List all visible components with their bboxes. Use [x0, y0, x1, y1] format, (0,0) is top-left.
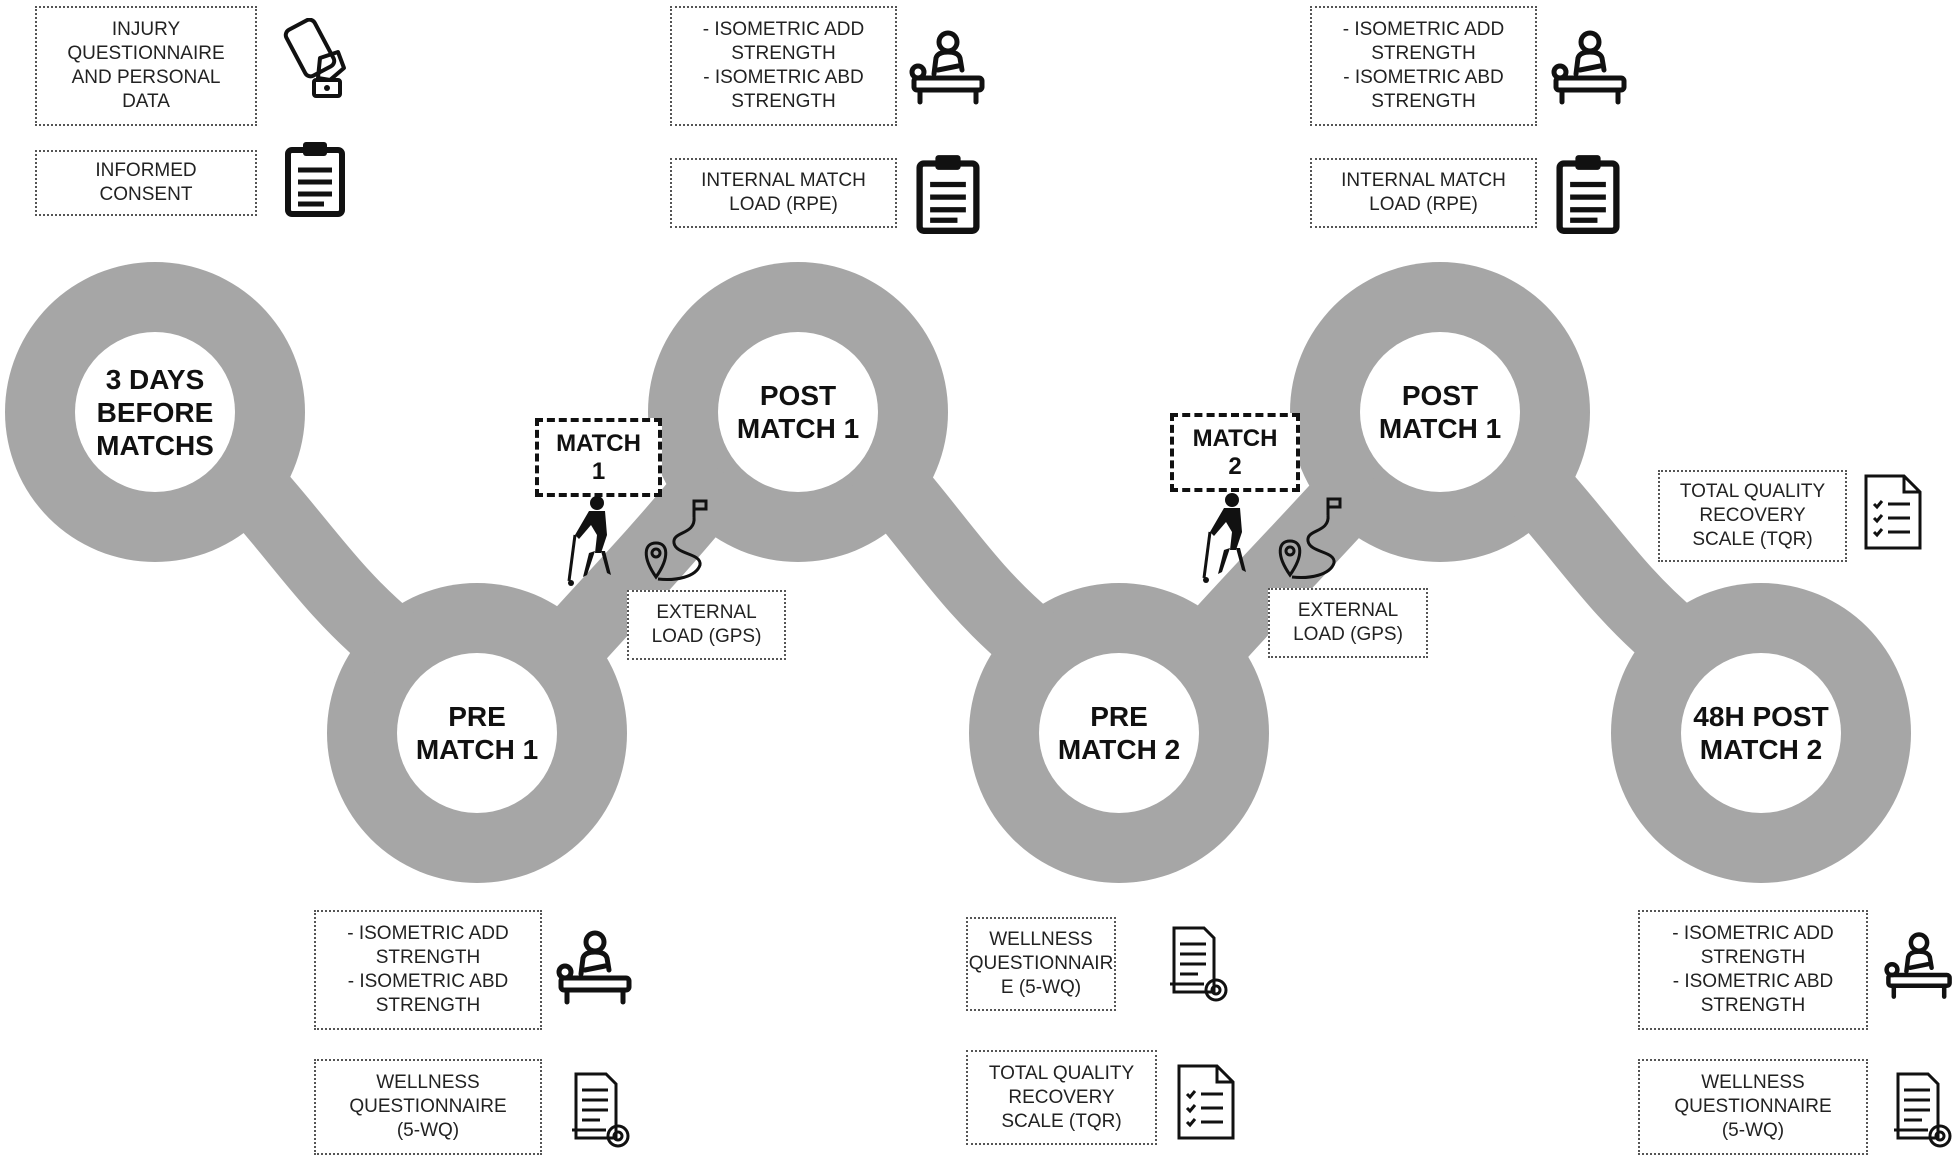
box-wellness-48h: WELLNESS QUESTIONNAIRE (5-WQ): [1638, 1059, 1868, 1155]
connector-2: [539, 464, 736, 676]
node-pre-match-1: PRE MATCH 1: [415, 701, 539, 765]
checklist-icon: [1864, 474, 1922, 550]
hole-post-match-1: [718, 332, 878, 492]
track-holes: [75, 332, 1841, 813]
physiotherapy-icon: [909, 30, 985, 105]
box-tqr-48h: TOTAL QUALITY RECOVERY SCALE (TQR): [1658, 470, 1847, 562]
connector-5: [1494, 444, 1711, 676]
match-2-box: MATCH 2: [1170, 413, 1300, 492]
hockey-player-icon: [1202, 493, 1246, 583]
node-48h-post-match-2: 48H POST MATCH 2: [1693, 701, 1829, 765]
hockey-player-icon: [567, 496, 611, 586]
hole-pre-match-1: [397, 653, 557, 813]
node-3-days-before: 3 DAYS BEFORE MATCHS: [96, 363, 214, 461]
hole-48h-post-match-2: [1681, 653, 1841, 813]
box-external-load-gps-2: EXTERNAL LOAD (GPS): [1268, 588, 1428, 658]
phone-hand-icon: [283, 18, 346, 98]
box-injury-questionnaire: INJURY QUESTIONNAIRE AND PERSONAL DATA: [35, 6, 257, 126]
box-rpe-post-match-1b: INTERNAL MATCH LOAD (RPE): [1310, 158, 1537, 228]
box-external-load-gps-1: EXTERNAL LOAD (GPS): [627, 590, 786, 660]
box-informed-consent: INFORMED CONSENT: [35, 150, 257, 216]
survey-document-icon: [572, 1072, 630, 1148]
physiotherapy-icon: [1884, 932, 1952, 999]
survey-document-icon: [1894, 1072, 1952, 1148]
box-isometric-48h: - ISOMETRIC ADD STRENGTH - ISOMETRIC ABD…: [1638, 910, 1868, 1030]
physiotherapy-icon: [556, 930, 632, 1005]
box-tqr-pre-match-2: TOTAL QUALITY RECOVERY SCALE (TQR): [966, 1050, 1157, 1145]
box-isometric-pre-match-1: - ISOMETRIC ADD STRENGTH - ISOMETRIC ABD…: [314, 910, 542, 1030]
survey-document-icon: [1170, 926, 1228, 1002]
hole-pre-match-2: [1039, 653, 1199, 813]
checklist-icon: [1177, 1064, 1235, 1140]
hole-3-days-before: [75, 332, 235, 492]
clipboard-icon: [1556, 155, 1620, 234]
box-rpe-post-match-1: INTERNAL MATCH LOAD (RPE): [670, 158, 897, 228]
match-1-box: MATCH 1: [535, 418, 662, 497]
connector-1: [209, 444, 426, 676]
node-pre-match-2: PRE MATCH 2: [1057, 701, 1181, 765]
gps-route-icon: [644, 499, 708, 581]
hole-post-match-1b: [1360, 332, 1520, 492]
physiotherapy-icon: [1551, 30, 1627, 105]
box-wellness-pre-match-1: WELLNESS QUESTIONNAIRE (5-WQ): [314, 1059, 542, 1155]
box-isometric-post-match-1: - ISOMETRIC ADD STRENGTH - ISOMETRIC ABD…: [670, 6, 897, 126]
clipboard-icon: [285, 142, 345, 217]
node-post-match-1b: POST MATCH 1: [1378, 380, 1502, 444]
clipboard-icon: [916, 155, 980, 234]
gps-route-icon: [1278, 497, 1342, 579]
box-wellness-pre-match-2: WELLNESS QUESTIONNAIR E (5-WQ): [966, 917, 1116, 1011]
box-isometric-post-match-1b: - ISOMETRIC ADD STRENGTH - ISOMETRIC ABD…: [1310, 6, 1537, 126]
connector-3: [852, 444, 1066, 676]
node-post-match-1: POST MATCH 1: [736, 380, 860, 444]
